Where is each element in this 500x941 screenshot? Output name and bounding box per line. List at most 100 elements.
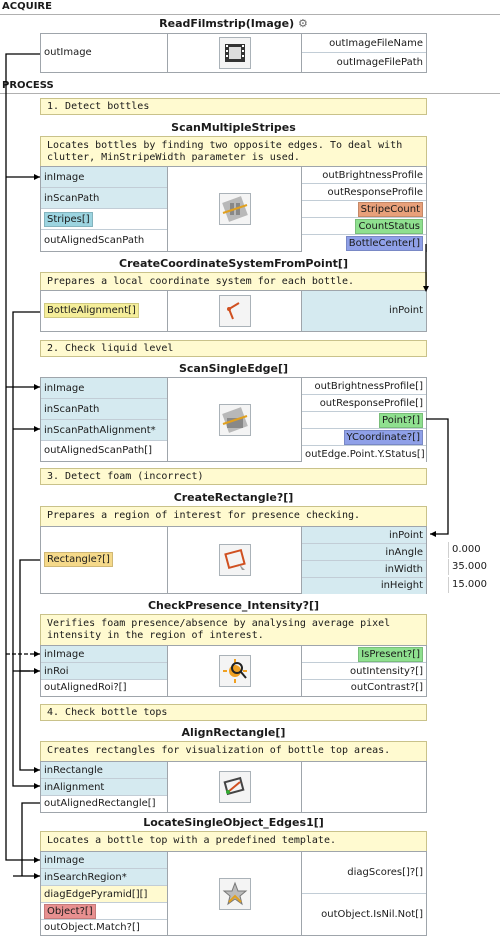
filter-scan-multiple-stripes[interactable]: inImage inScanPath Stripes[] outAlignedS… xyxy=(40,166,427,252)
rectangle-tag: Rectangle?[] xyxy=(44,552,113,567)
search-region-wire xyxy=(21,802,40,876)
input-port[interactable]: BottleAlignment[] xyxy=(41,291,167,331)
arrow-head xyxy=(34,174,40,180)
stripe-count-tag: StripeCount xyxy=(357,202,423,217)
input-port[interactable]: inSearchRegion* xyxy=(41,869,167,886)
input-port[interactable]: outAlignedScanPath[] xyxy=(41,441,167,461)
magnifier-icon xyxy=(218,655,251,687)
locate-object-icon xyxy=(218,877,251,910)
output-port[interactable]: outBrightnessProfile[] xyxy=(302,378,426,395)
input-port[interactable]: Object?[] xyxy=(41,903,167,920)
comment-block[interactable]: 1. Detect bottles xyxy=(40,98,427,115)
filter-read-filmstrip[interactable]: outImage outImageFileName outImageFilePa… xyxy=(40,33,427,73)
filter-check-presence[interactable]: inImage inRoi outAlignedRoi?[] IsPresent… xyxy=(40,645,427,697)
comment-block[interactable]: 4. Check bottle tops xyxy=(40,704,427,721)
section-process: PROCESS xyxy=(2,80,54,91)
output-port[interactable]: inAngle xyxy=(302,544,426,561)
section-acquire: ACQUIRE xyxy=(2,1,52,12)
gear-icon[interactable]: ⚙ xyxy=(297,17,308,30)
output-port[interactable]: StripeCount xyxy=(302,201,426,218)
output-port[interactable]: YCoordinate?[] xyxy=(302,429,426,446)
stripes-tag: Stripes[] xyxy=(44,212,93,227)
point-tag: Point?[] xyxy=(379,413,423,428)
output-port[interactable]: outImageFilePath xyxy=(302,53,426,72)
arrow-head xyxy=(34,783,40,789)
filter-title[interactable]: CreateCoordinateSystemFromPoint[] xyxy=(119,257,348,270)
input-port[interactable]: inScanPath xyxy=(41,188,167,209)
input-port[interactable]: inImage xyxy=(41,378,167,399)
output-port[interactable]: CountStatus xyxy=(302,218,426,235)
filter-locate-single-object[interactable]: inImage inSearchRegion* diagEdgePyramid[… xyxy=(40,851,427,936)
input-port[interactable]: outImage xyxy=(41,34,167,72)
arrow-head xyxy=(34,651,40,657)
input-port[interactable]: inImage xyxy=(41,852,167,869)
filter-align-rectangle[interactable]: inRectangle inAlignment outAlignedRectan… xyxy=(40,761,427,813)
input-port[interactable]: outAlignedRoi?[] xyxy=(41,680,167,696)
comment-block[interactable]: 3. Detect foam (incorrect) xyxy=(40,468,427,485)
output-port[interactable]: outImageFileName xyxy=(302,34,426,53)
bottle-alignment-tag: BottleAlignment[] xyxy=(44,303,139,318)
coordinate-system-icon xyxy=(218,295,251,327)
input-port[interactable]: Stripes[] xyxy=(41,209,167,230)
filter-title[interactable]: CheckPresence_Intensity?[] xyxy=(147,599,320,612)
input-port[interactable]: inAlignment xyxy=(41,779,167,796)
input-port[interactable]: inImage xyxy=(41,167,167,188)
input-port[interactable]: inImage xyxy=(41,646,167,663)
filmstrip-icon xyxy=(218,37,251,69)
output-port[interactable]: outResponseProfile xyxy=(302,184,426,201)
output-port[interactable]: outEdge.Point.Y.Status[] xyxy=(302,446,426,463)
input-port[interactable]: diagEdgePyramid[][] xyxy=(41,886,167,903)
input-port[interactable]: inScanPath xyxy=(41,399,167,420)
width-value[interactable]: 35.000 xyxy=(448,559,496,575)
filter-create-rectangle[interactable]: Rectangle?[] inPoint inAngle inWidth inH… xyxy=(40,526,427,594)
filter-title[interactable]: ScanSingleEdge[] xyxy=(178,362,289,375)
output-port[interactable]: BottleCenter[] xyxy=(302,235,426,252)
filter-title[interactable]: AlignRectangle[] xyxy=(181,726,286,739)
output-port[interactable]: IsPresent?[] xyxy=(302,646,426,663)
input-port[interactable]: outAlignedRectangle[] xyxy=(41,796,167,812)
input-port[interactable]: inScanPathAlignment* xyxy=(41,420,167,441)
output-port[interactable]: inPoint xyxy=(302,527,426,544)
input-port[interactable]: Rectangle?[] xyxy=(41,527,167,593)
arrow-head xyxy=(430,531,436,537)
input-port[interactable]: outObject.Match?[] xyxy=(41,920,167,935)
output-port[interactable]: outResponseProfile[] xyxy=(302,395,426,412)
output-port[interactable]: inHeight xyxy=(302,578,426,594)
filter-title[interactable]: ScanMultipleStripes xyxy=(171,121,296,134)
image-wire xyxy=(5,53,40,861)
filter-create-coordinate-system[interactable]: BottleAlignment[] inPoint xyxy=(40,290,427,332)
arrow-head xyxy=(34,668,40,674)
filter-title[interactable]: CreateRectangle?[] xyxy=(173,491,294,504)
output-port[interactable]: diagScores[]?[] xyxy=(302,852,426,894)
is-present-tag: IsPresent?[] xyxy=(358,647,423,662)
input-port[interactable]: outAlignedScanPath xyxy=(41,230,167,251)
output-port[interactable]: outBrightnessProfile xyxy=(302,167,426,184)
y-coordinate-tag: YCoordinate?[] xyxy=(343,430,423,445)
output-port[interactable]: inPoint xyxy=(302,291,426,331)
output-port[interactable]: inWidth xyxy=(302,561,426,578)
comment-block[interactable]: 2. Check liquid level xyxy=(40,340,427,357)
filter-description: Locates bottles by finding two opposite … xyxy=(40,136,427,166)
angle-value[interactable]: 0.000 xyxy=(448,542,496,558)
arrow-head xyxy=(34,857,40,863)
output-port[interactable]: outContrast?[] xyxy=(302,680,426,696)
filter-title[interactable]: LocateSingleObject_Edges1[] xyxy=(143,816,324,829)
input-port[interactable]: inRoi xyxy=(41,663,167,680)
alignment-wire xyxy=(12,311,40,787)
input-port[interactable]: inRectangle xyxy=(41,762,167,779)
object-tag: Object?[] xyxy=(44,904,96,919)
output-port[interactable]: Point?[] xyxy=(302,412,426,429)
filter-scan-single-edge[interactable]: inImage inScanPath inScanPathAlignment* … xyxy=(40,377,427,463)
rectangle-icon xyxy=(218,544,251,576)
section-divider xyxy=(0,14,500,15)
filter-title[interactable]: ReadFilmstrip(Image) ⚙ xyxy=(159,17,308,30)
arrow-head xyxy=(34,873,40,879)
align-rectangle-icon xyxy=(218,771,251,803)
output-port[interactable]: outObject.IsNil.Not[] xyxy=(302,894,426,935)
height-value[interactable]: 15.000 xyxy=(448,577,496,593)
bottle-center-tag: BottleCenter[] xyxy=(345,236,423,251)
arrow-head xyxy=(34,426,40,432)
output-port[interactable]: outIntensity?[] xyxy=(302,663,426,680)
arrow-head xyxy=(34,767,40,773)
